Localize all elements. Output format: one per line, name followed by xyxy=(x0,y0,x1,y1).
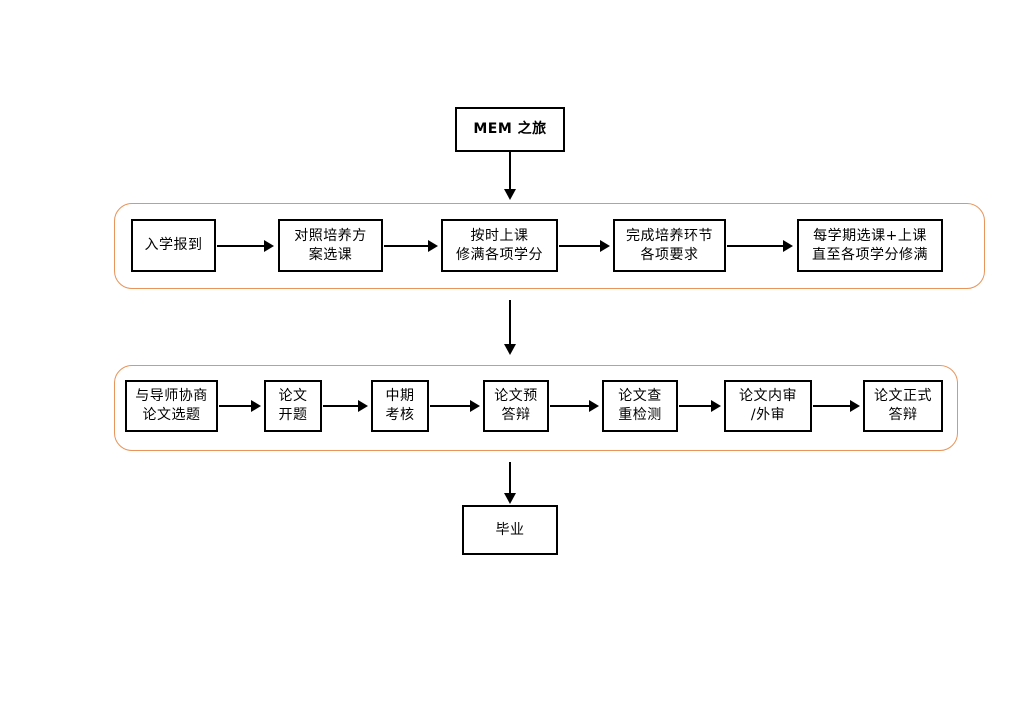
stage-one-arrow-2-3-head xyxy=(428,240,438,252)
stage-two-node-3: 中期 考核 xyxy=(371,380,429,432)
stage-two-arrow-2-3-shaft xyxy=(323,405,359,407)
arrow-title-to-stage-one xyxy=(503,152,517,200)
stage-two-arrow-2-3 xyxy=(323,399,368,413)
stage-two-arrow-3-4 xyxy=(430,399,480,413)
arrow-stage-one-to-stage-two xyxy=(503,300,517,355)
stage-one-node-2: 对照培养方 案选课 xyxy=(278,219,383,272)
stage-two-arrow-2-3-head xyxy=(358,400,368,412)
stage-one-node-5: 每学期选课+上课 直至各项学分修满 xyxy=(797,219,943,272)
stage-one-arrow-3-4-head xyxy=(600,240,610,252)
stage-one-arrow-1-2-head xyxy=(264,240,274,252)
stage-one-arrow-4-5-shaft xyxy=(727,245,784,247)
stage-two-arrow-4-5-shaft xyxy=(550,405,590,407)
arrow-stage-one-to-stage-two-shaft xyxy=(509,300,511,345)
stage-two-arrow-3-4-shaft xyxy=(430,405,471,407)
stage-two-arrow-3-4-head xyxy=(470,400,480,412)
stage-two-node-2: 论文 开题 xyxy=(264,380,322,432)
stage-two-arrow-6-7-head xyxy=(850,400,860,412)
stage-two-node-7: 论文正式 答辩 xyxy=(863,380,943,432)
stage-one-arrow-1-2 xyxy=(217,239,274,253)
stage-one-arrow-4-5-head xyxy=(783,240,793,252)
node-graduation: 毕业 xyxy=(462,505,558,555)
stage-two-arrow-6-7-shaft xyxy=(813,405,851,407)
stage-two-arrow-6-7 xyxy=(813,399,860,413)
arrow-stage-two-to-end-head xyxy=(504,493,516,504)
stage-two-arrow-5-6-head xyxy=(711,400,721,412)
stage-two-node-4: 论文预 答辩 xyxy=(483,380,549,432)
stage-one-arrow-3-4 xyxy=(559,239,610,253)
stage-one-arrow-2-3 xyxy=(384,239,438,253)
arrow-stage-two-to-end xyxy=(503,462,517,504)
stage-two-arrow-1-2-head xyxy=(251,400,261,412)
stage-two-arrow-1-2 xyxy=(219,399,261,413)
node-mem-journey-title: MEM 之旅 xyxy=(455,107,565,152)
stage-one-node-1: 入学报到 xyxy=(131,219,216,272)
stage-one-arrow-3-4-shaft xyxy=(559,245,601,247)
stage-two-arrow-4-5-head xyxy=(589,400,599,412)
stage-one-node-4: 完成培养环节 各项要求 xyxy=(613,219,726,272)
arrow-title-to-stage-one-head xyxy=(504,189,516,200)
stage-two-arrow-5-6 xyxy=(679,399,721,413)
stage-one-node-3: 按时上课 修满各项学分 xyxy=(441,219,558,272)
stage-two-node-1: 与导师协商 论文选题 xyxy=(125,380,218,432)
stage-two-arrow-5-6-shaft xyxy=(679,405,712,407)
group-thesis-stage xyxy=(114,365,958,451)
stage-two-arrow-4-5 xyxy=(550,399,599,413)
stage-one-arrow-1-2-shaft xyxy=(217,245,265,247)
stage-one-arrow-4-5 xyxy=(727,239,793,253)
stage-two-node-6: 论文内审 /外审 xyxy=(724,380,812,432)
stage-one-arrow-2-3-shaft xyxy=(384,245,429,247)
arrow-title-to-stage-one-shaft xyxy=(509,152,511,190)
stage-two-arrow-1-2-shaft xyxy=(219,405,252,407)
arrow-stage-one-to-stage-two-head xyxy=(504,344,516,355)
stage-two-node-5: 论文查 重检测 xyxy=(602,380,678,432)
arrow-stage-two-to-end-shaft xyxy=(509,462,511,494)
group-coursework-stage xyxy=(114,203,985,289)
